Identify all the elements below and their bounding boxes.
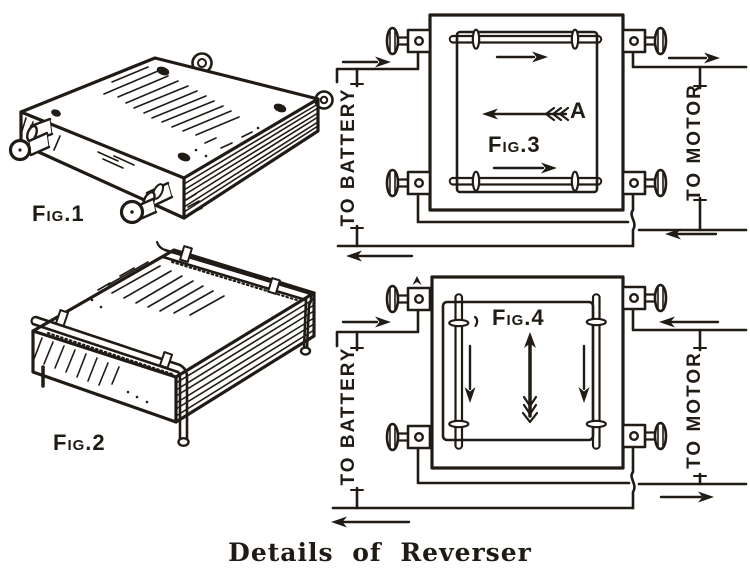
fig1-left-binding-posts xyxy=(8,117,54,162)
fig2-serration-front xyxy=(46,331,174,376)
fig2-top-shading xyxy=(90,261,225,316)
fig3-binding-posts xyxy=(385,26,668,198)
fig4-board xyxy=(430,275,625,470)
fig3-contact-rods xyxy=(448,28,603,192)
fig2-laminations xyxy=(175,298,315,417)
fig1-front-binding-posts xyxy=(119,181,174,225)
fig3-drawing xyxy=(335,13,748,262)
caption: Details of Reverser xyxy=(228,538,532,567)
fig1-drawing xyxy=(8,52,334,225)
fig2-front-hatch xyxy=(33,337,149,404)
fig3-wiring xyxy=(335,48,748,248)
fig1-plate xyxy=(19,56,320,220)
fig4-label: Fig.4 xyxy=(492,305,545,330)
fig4-contact-rods xyxy=(448,293,607,450)
fig4-drawing xyxy=(331,275,748,528)
fig4-binding-posts xyxy=(385,276,668,452)
fig1-top-shading xyxy=(103,66,260,158)
fig4-to-battery-label: TO BATTERY xyxy=(338,346,359,486)
fig3-label: Fig.3 xyxy=(488,132,541,157)
fig3-flow-arrows xyxy=(341,51,720,262)
fig2-serration-back xyxy=(170,260,302,303)
fig4-flow-arrows xyxy=(331,316,720,528)
fig1-screw-heads xyxy=(51,66,287,162)
fig4-wiring xyxy=(331,307,748,510)
fig3-to-motor-label: TO MOTOR xyxy=(684,83,705,201)
stray-pen-mark xyxy=(473,315,479,328)
fig2-contact-rails xyxy=(30,240,313,448)
fig3-point-a-label: A xyxy=(570,98,586,123)
fig2-label: Fig.2 xyxy=(53,430,106,455)
fig1-label: Fig.1 xyxy=(32,201,85,226)
fig3-to-battery-label: TO BATTERY xyxy=(338,87,359,227)
fig2-drawing xyxy=(30,240,316,448)
fig4-to-motor-label: TO MOTOR xyxy=(684,351,705,469)
fig1-laminations xyxy=(183,103,319,213)
fig2-plate xyxy=(31,248,316,424)
fig3-board xyxy=(428,13,625,212)
small-up-tick xyxy=(412,276,422,285)
